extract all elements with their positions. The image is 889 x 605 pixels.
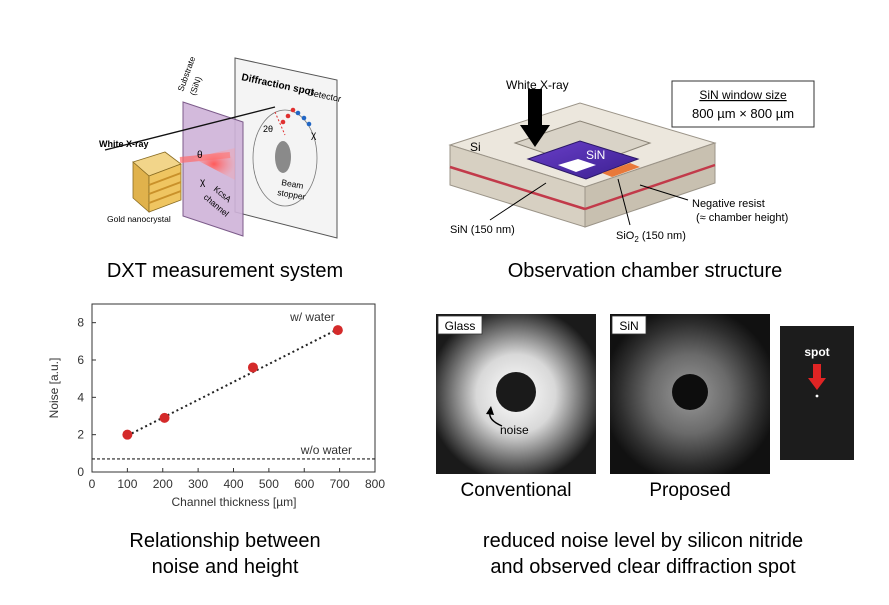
dxt-caption: DXT measurement system [106,260,344,282]
neg-resist-leader [639,184,689,201]
diffraction-spot-dot [815,394,819,398]
with-water-label: w/ water [289,310,335,324]
detector-ring [252,109,318,207]
data-point [247,362,258,373]
chi2-label: χ [311,130,317,141]
y-ticks: 0 2 4 6 8 [77,316,96,479]
sin-label-box [611,315,647,335]
x-axis-label: Channel thickness [µm] [172,495,297,509]
sin-label: SiN [619,319,638,333]
sin-beam-stop [672,374,708,410]
x-tick-label: 500 [259,477,279,491]
gold-label: Gold nanocrystal [107,214,171,224]
chamber-diagram: SiN window size 800 µm × 800 µm White X-… [448,78,815,244]
y-axis-label: Noise [a.u.] [47,358,61,419]
dxt-diagram: Diffraction spot Detector Substrate (SiN… [99,55,342,239]
spot-arrow-head [808,378,826,390]
data-point [122,429,133,440]
y-tick-label: 2 [77,428,84,442]
spot-closeup-image [780,326,854,460]
noise-chart: 0 100 200 300 400 500 600 700 800 0 2 4 6 8 Channel … [47,303,385,509]
white-xray-label: White X-ray [99,139,149,149]
two-theta-label: 2θ [263,124,273,134]
y-tick-label: 6 [77,353,84,367]
neg-resist-sub-label: (≈ chamber height) [696,212,788,224]
xray-arrow-shaft [528,89,542,127]
noise-label: noise [500,423,529,437]
spot-label: spot [804,345,829,359]
x-tick-label: 100 [117,477,137,491]
glass-beam-stop [496,372,536,412]
noise-arrow-head [486,406,494,415]
xray-beam [104,106,276,151]
sio2-leader [617,178,631,226]
resist-stripe-left [449,165,586,211]
kcsa-cone [193,148,235,180]
chamber-caption: Observation chamber structure [507,260,783,282]
sin-150-leader [489,182,547,221]
x-ticks: 0 100 200 300 400 500 600 700 800 [89,468,385,491]
x-tick-label: 600 [294,477,314,491]
xray-arrow-head [520,125,550,147]
plot-caption-line1: Relationship between [129,530,321,552]
without-water-label: w/o water [300,443,352,457]
x-tick-label: 700 [330,477,350,491]
beam-stopper [275,141,291,173]
stopper-label: stopper [277,187,307,202]
x-tick-label: 0 [89,477,96,491]
window-size-title: SiN window size [699,88,787,102]
plot-caption: Relationship between noise and height [60,528,390,580]
glass-label: Glass [445,319,476,333]
plot-caption-line2: noise and height [151,556,299,578]
substrate-plate [182,101,244,237]
sio2-layer [602,163,640,177]
diffraction-dots [274,107,312,136]
data-point [159,412,170,423]
x-tick-label: 300 [188,477,208,491]
images-caption-line1: reduced noise level by silicon nitride [482,530,804,552]
x-tick-label: 200 [153,477,173,491]
fit-line [126,327,341,437]
neg-resist-label: Negative resist [692,198,765,210]
theta-label: θ [197,150,203,161]
sin-label: SiN [586,148,605,162]
window-size-value: 800 µm × 800 µm [692,106,794,121]
sin-150-label: SiN (150 nm) [450,224,515,236]
diffraction-images: Glass noise SiN spot [436,314,854,474]
images-caption-line2: and observed clear diffraction spot [490,556,796,578]
si-label: Si [470,140,481,154]
proposed-label: Proposed [649,480,731,501]
data-point [332,325,343,336]
gold-nanocrystal [132,151,182,213]
window-size-box [671,80,815,128]
y-tick-label: 4 [77,390,84,404]
x-tick-label: 800 [365,477,385,491]
resist-stripe-right [584,163,716,211]
glass-label-box [437,315,483,335]
beam-label: Beam [281,177,305,191]
x-tick-label: 400 [223,477,243,491]
y-tick-label: 0 [77,465,84,479]
sin-window-inner [558,159,596,172]
conventional-label: Conventional [460,480,572,501]
chi-label: χ [200,177,206,188]
sin-membrane [526,140,640,180]
spot-arrow-shaft [813,364,821,378]
images-caption: reduced noise level by silicon nitride a… [428,528,858,580]
white-xray-label-2: White X-ray [506,78,569,92]
si-right-face [584,142,716,228]
chart-marks [92,325,375,460]
y-tick-label: 8 [77,316,84,330]
sio2-label: SiO2 (150 nm) [616,230,686,244]
